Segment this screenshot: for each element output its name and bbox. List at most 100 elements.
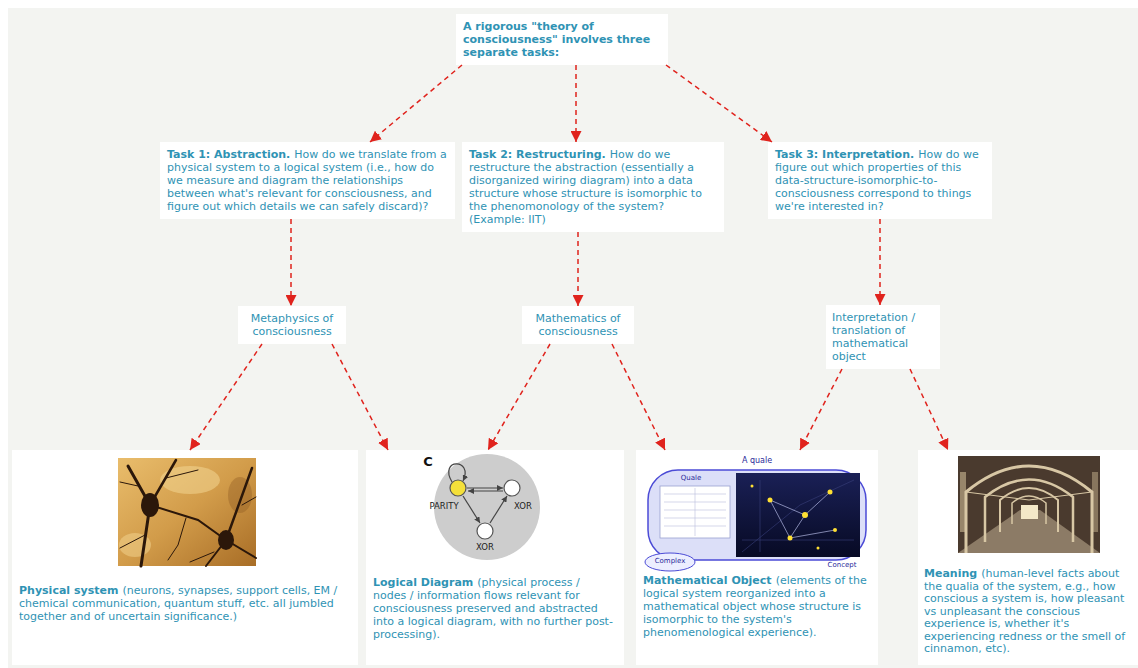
neuron-photo-part-part <box>150 505 226 540</box>
box-ground <box>456 14 668 65</box>
quale-figure-part-part <box>751 485 754 488</box>
quale-figure-part-part <box>828 490 833 495</box>
dashed-arrow <box>575 65 577 142</box>
quale-figure-part <box>751 485 838 550</box>
quale-figure-part <box>770 492 835 538</box>
dashed-arrow <box>800 369 842 450</box>
quale-figure-part-part <box>790 530 835 538</box>
cloister-photo-part-part <box>1000 488 1058 532</box>
box-heading: Mathematical Object <box>643 574 772 587</box>
concept-box: Mathematics of consciousness <box>522 306 634 344</box>
box-text: (physical process / nodes / information … <box>373 576 613 641</box>
dashed-arrow <box>612 344 665 450</box>
quale-figure-part <box>645 553 695 571</box>
box-text: A rigorous "theory of consciousness" inv… <box>463 20 650 59</box>
panel-box: Physical system(neurons, synapses, suppo… <box>12 450 358 665</box>
box-text: (human-level facts about the qualia of t… <box>924 567 1125 655</box>
box-ground <box>238 306 346 344</box>
cloister-photo <box>958 456 1100 553</box>
task-box: Task 2: Restructuring.How do we restruct… <box>462 142 724 232</box>
node-label: PARITY <box>429 502 458 511</box>
figure-title: A quale <box>742 457 772 465</box>
box-heading: Task 3: Interpretation. <box>775 148 914 161</box>
box-heading: Meaning <box>924 567 977 580</box>
logic-graph-part <box>434 454 540 560</box>
quale-figure-part-part <box>802 512 808 518</box>
quale-figure-part-part <box>817 547 820 550</box>
box-ground <box>160 142 455 219</box>
dashed-arrow <box>190 344 262 450</box>
box-text: (neurons, synapses, support cells, EM / … <box>19 584 337 623</box>
dashed-arrow <box>370 65 462 142</box>
logic-graph-part <box>467 487 503 488</box>
box-ground <box>918 450 1138 665</box>
box-text: How do we restructure the abstraction (e… <box>469 148 702 226</box>
neuron-photo-part <box>218 530 234 550</box>
connectors <box>190 65 948 450</box>
quale-figure-part <box>736 473 860 557</box>
concept-box: Interpretation / translation of mathemat… <box>826 305 940 369</box>
quale-figure-part-part <box>695 488 696 536</box>
dashed-arrow <box>910 369 948 450</box>
cloister-photo-part <box>958 456 1100 553</box>
cloister-photo-part <box>966 466 1092 553</box>
panel-box: Mathematical Object(elements of the logi… <box>636 450 878 665</box>
quale-figure-part <box>660 486 730 538</box>
logic-graph-part <box>490 496 507 523</box>
neuron-photo-part-part <box>242 497 256 505</box>
figure-label: Concept <box>828 562 857 569</box>
quale-figure-part <box>742 480 854 552</box>
box-text: (elements of the logical system reorgani… <box>643 574 867 639</box>
quale-figure-part-part <box>742 540 854 541</box>
box-ground <box>522 306 634 344</box>
cloister-photo-part <box>1021 505 1038 519</box>
logic-graph-part <box>449 464 465 482</box>
quale-figure-part <box>648 470 866 560</box>
quale-figure-part <box>664 488 726 536</box>
dashed-arrow <box>666 65 772 142</box>
box-grounds <box>12 14 1138 665</box>
figure-label: Quale <box>681 475 702 482</box>
panel-box: Meaning(human-level facts about the qual… <box>918 450 1138 665</box>
panel-box: Logical Diagram(physical process / nodes… <box>366 450 624 665</box>
box-text: Mathematics of consciousness <box>536 312 621 338</box>
box-ground <box>462 142 724 232</box>
logic-graph <box>434 454 540 560</box>
neuron-photo-part-part <box>190 552 214 562</box>
logic-graph-part <box>450 480 466 496</box>
quale-figure-part-part <box>742 505 800 552</box>
neuron-photo-part <box>120 460 256 566</box>
figure-letter: C <box>423 455 433 468</box>
cloister-photo-part-part <box>966 492 1092 500</box>
box-heading: Physical system <box>19 584 118 597</box>
node-label: XOR <box>514 502 532 511</box>
box-ground <box>12 450 358 665</box>
dashed-arrow <box>290 219 292 306</box>
quale-figure-part-part <box>768 498 773 503</box>
concept-box: Metaphysics of consciousness <box>238 306 346 344</box>
box-ground <box>826 305 940 369</box>
quale-figure-part-part <box>770 500 805 515</box>
neuron-photo <box>118 458 256 566</box>
box-ground <box>636 450 878 665</box>
neuron-photo-part-part <box>168 518 186 560</box>
neuron-photo-part-part <box>166 470 198 478</box>
cloister-photo-part-part <box>985 480 1073 543</box>
box-text: How do we translate from a physical syst… <box>167 148 447 213</box>
box-heading: Task 1: Abstraction. <box>167 148 290 161</box>
logic-graph-part <box>504 480 520 496</box>
dashed-arrow <box>577 232 579 306</box>
quale-figure-part-part <box>760 480 761 552</box>
title-box: A rigorous "theory of consciousness" inv… <box>456 14 668 65</box>
quale-figure-part-part <box>790 515 805 538</box>
box-ground <box>366 450 624 665</box>
dashed-arrow <box>332 344 388 450</box>
neuron-photo-part-part <box>226 468 252 540</box>
figure-label: Complex <box>655 558 686 565</box>
task-box: Task 1: Abstraction.How do we translate … <box>160 142 455 219</box>
